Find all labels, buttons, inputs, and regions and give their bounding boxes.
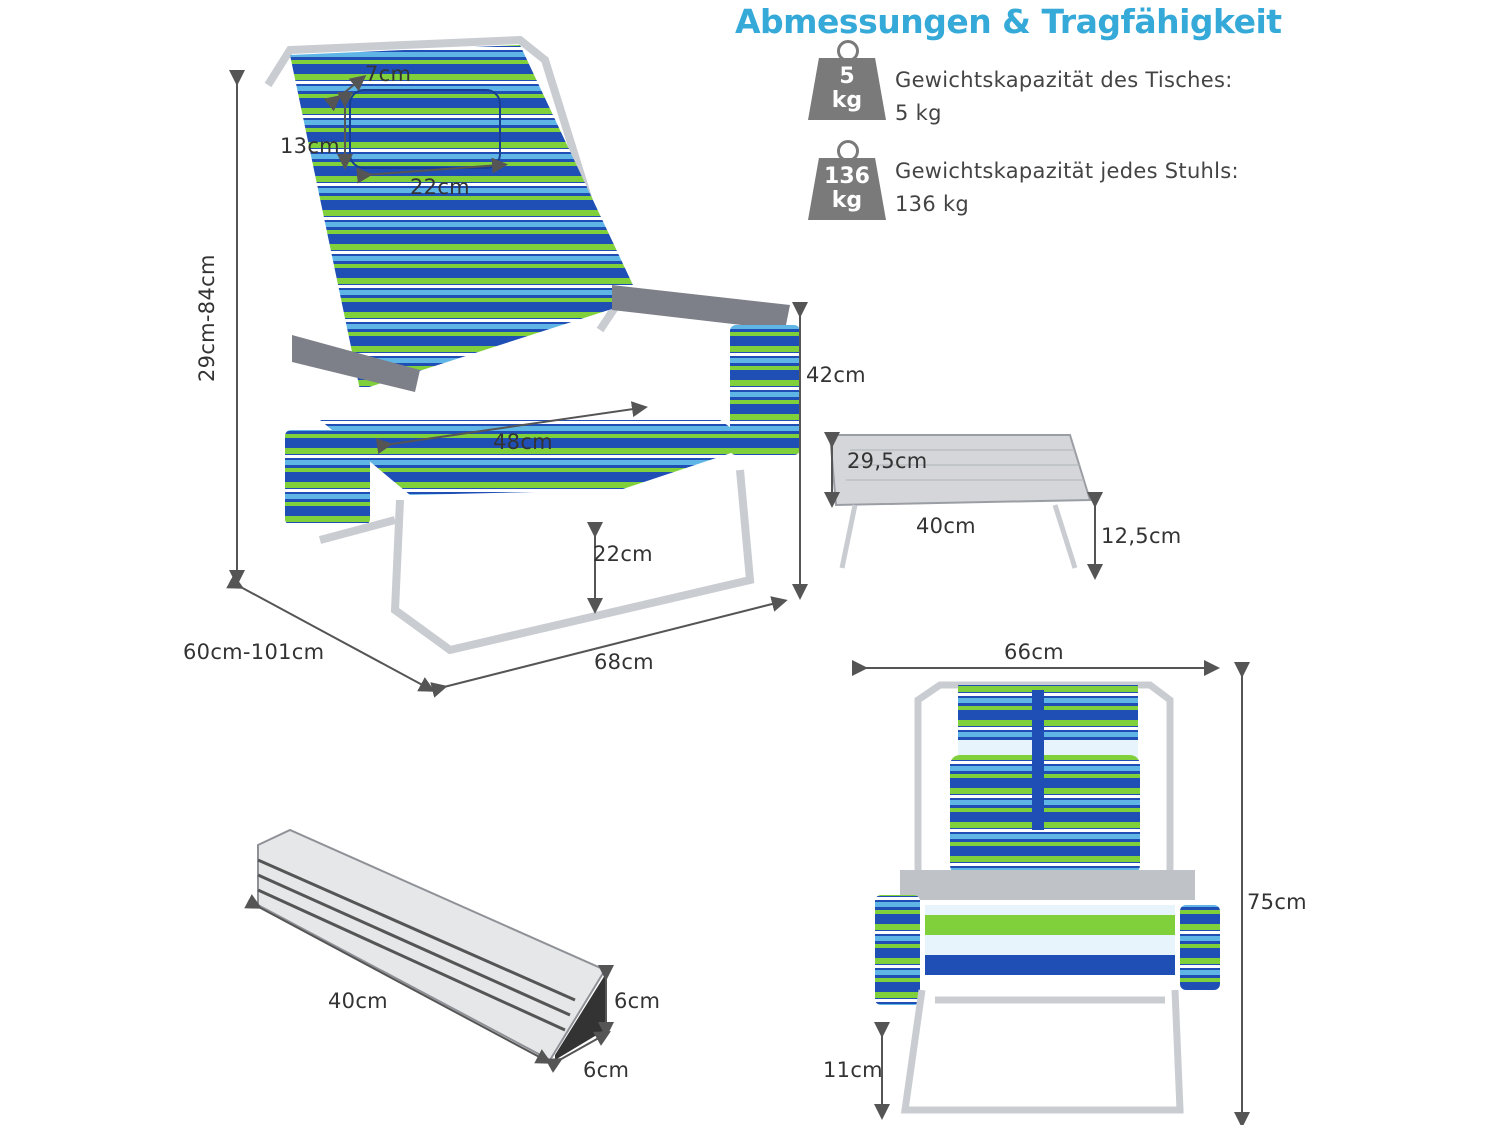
table-capacity-value: 5 kg: [895, 101, 942, 125]
chair-capacity-label: Gewichtskapazität jedes Stuhls:: [895, 159, 1239, 183]
table-badge-value: 5: [839, 64, 855, 89]
headrest-pillow: [349, 89, 501, 169]
depth-range-label: 60cm-101cm: [183, 640, 325, 664]
armrest-height-label: 42cm: [806, 363, 866, 387]
headrest-depth-label: 7cm: [365, 62, 412, 86]
headrest-width-label: 22cm: [410, 175, 470, 199]
chair-weight-badge: 136 kg: [808, 140, 886, 220]
seat-width-label: 48cm: [493, 430, 553, 454]
chair-badge-value: 136: [824, 164, 870, 189]
main-chair-illustration: [264, 35, 800, 655]
chair-capacity-value: 136 kg: [895, 192, 970, 216]
chair-width-label: 68cm: [594, 650, 654, 674]
chair-badge-unit: kg: [831, 188, 863, 213]
front-width-label: 66cm: [1004, 640, 1064, 664]
front-cooler-bag: [950, 755, 1140, 875]
table-width-label: 40cm: [916, 514, 976, 538]
table-weight-badge: 5 kg: [808, 40, 886, 120]
table-capacity-label: Gewichtskapazität des Tisches:: [895, 68, 1233, 92]
table-dimension-lines: [824, 432, 1103, 580]
folded-table-illustration: [257, 828, 607, 1062]
front-leg-label: 11cm: [823, 1058, 883, 1082]
table-height-label: 12,5cm: [1101, 524, 1182, 548]
front-chair-illustration: [875, 681, 1220, 1114]
table-badge-unit: kg: [831, 88, 863, 113]
headrest-height-label: 13cm: [280, 134, 340, 158]
table-depth-label: 29,5cm: [847, 449, 928, 473]
seat-height-label: 22cm: [593, 542, 653, 566]
folded-height-label: 6cm: [614, 989, 661, 1013]
main-chair-dimension-lines: [226, 70, 808, 698]
front-dimension-lines: [852, 660, 1250, 1125]
left-armrest: [292, 335, 420, 392]
folded-width-label: 6cm: [583, 1058, 630, 1082]
page-title: Abmessungen & Tragfähigkeit: [735, 2, 1282, 41]
folded-length-label: 40cm: [328, 989, 388, 1013]
folded-dimension-lines: [244, 894, 614, 1073]
right-armrest: [612, 285, 790, 330]
front-height-label: 75cm: [1247, 890, 1307, 914]
height-range-label: 29cm-84cm: [195, 254, 219, 382]
